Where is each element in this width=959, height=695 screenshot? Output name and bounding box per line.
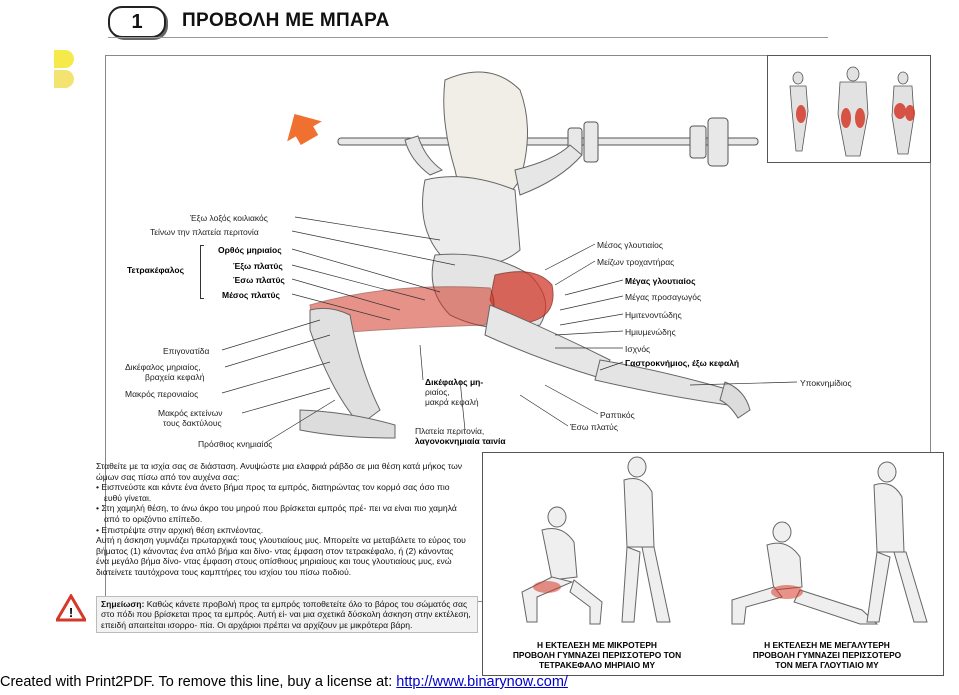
- label-vastus-intermedius: Μέσος πλατύς: [222, 290, 280, 300]
- description-step-3: • Επιστρέψτε στην αρχική θέση εκπνέοντας…: [96, 524, 264, 535]
- label-biceps-long-3: μακρά κεφαλή: [425, 397, 479, 407]
- quadriceps-bracket: [200, 245, 204, 299]
- caption-short-line-1: Η ΕΚΤΕΛΕΣΗ ΜΕ ΜΙΚΡΟΤΕΡΗ: [537, 640, 657, 650]
- label-tibialis-anterior: Πρόσθιος κνημιαίος: [198, 439, 273, 449]
- label-vastus-medialis-2: Έσω πλατύς: [570, 422, 618, 432]
- description-step-1: • Εισπνεύστε και κάντε ένα άνετο βήμα πρ…: [96, 482, 450, 503]
- lunge-anatomy-illustration: [287, 71, 759, 439]
- yellow-tab-marker: [54, 70, 74, 88]
- label-peroneus-longus: Μακρός περονιαίος: [125, 389, 199, 399]
- label-external-oblique: Έξω λοξός κοιλιακός: [190, 213, 268, 223]
- label-fascia-lata: Πλατεία περιτονία,: [415, 426, 485, 436]
- label-adductor-magnus: Μέγας προσαγωγός: [625, 292, 702, 302]
- label-popliteus: Υποκνημίδιος: [800, 378, 852, 388]
- exercise-description: Σταθείτε με τα ισχία σας σε διάσταση. Αν…: [96, 461, 468, 578]
- header-divider: [108, 37, 828, 38]
- label-biceps-short-2: βραχεία κεφαλή: [145, 372, 205, 382]
- footer-link[interactable]: http://www.binarynow.com/: [396, 674, 568, 690]
- label-gluteus-maximus: Μέγας γλουτιαίος: [625, 276, 696, 286]
- label-semimembranosus: Ημιυμενώδης: [625, 327, 676, 337]
- muscle-map-thumbnail: [767, 55, 931, 163]
- label-extensor-digitorum-2: τους δακτύλους: [163, 418, 222, 428]
- label-greater-trochanter: Μείζων τροχαντήρας: [597, 257, 675, 267]
- label-biceps-long-1: Δικέφαλος μη-: [425, 377, 484, 387]
- caption-long-line-3: ΤΟΝ ΜΕΓΑ ΓΛΟΥΤΙΑΙΟ ΜΥ: [775, 660, 879, 670]
- warning-note: Σημείωση: Καθώς κάνετε προβολή προς τα ε…: [96, 596, 478, 634]
- label-semitendinosus: Ημιτενοντώδης: [625, 310, 682, 320]
- label-biceps-short-1: Δικέφαλος μηριαίος,: [125, 362, 201, 372]
- caption-short-line-2: ΠΡΟΒΟΛΗ ΓΥΜΝΑΖΕΙ ΠΕΡΙΣΣΟΤΕΡΟ ΤΟΝ: [512, 650, 682, 660]
- caption-short-lunge: Η ΕΚΤΕΛΕΣΗ ΜΕ ΜΙΚΡΟΤΕΡΗ ΠΡΟΒΟΛΗ ΓΥΜΝΑΖΕΙ…: [492, 640, 702, 670]
- direction-arrow-icon: [287, 114, 322, 145]
- muscle-figures-illustration: [789, 66, 915, 157]
- label-gluteus-medius: Μέσος γλουτιαίος: [597, 240, 663, 250]
- label-patella: Επιγονατίδα: [163, 346, 210, 356]
- page-title: ΠΡΟΒΟΛΗ ΜΕ ΜΠΑΡΑ: [182, 10, 390, 31]
- label-gastrocnemius: Γαστροκνήμιος, έξω κεφαλή: [625, 358, 740, 368]
- caption-long-line-2: ΠΡΟΒΟΛΗ ΓΥΜΝΑΖΕΙ ΠΕΡΙΣΣΟΤΕΡΟ: [752, 650, 902, 660]
- label-iliotibial-band: λαγονοκνημιαία ταινία: [415, 436, 506, 446]
- label-gracilis: Ισχνός: [625, 344, 651, 354]
- caption-short-line-3: ΤΕΤΡΑΚΕΦΑΛΟ ΜΗΡΙΑΙΟ ΜΥ: [538, 660, 656, 670]
- caption-long-lunge: Η ΕΚΤΕΛΕΣΗ ΜΕ ΜΕΓΑΛΥΤΕΡΗ ΠΡΟΒΟΛΗ ΓΥΜΝΑΖΕ…: [722, 640, 932, 670]
- yellow-tab-marker: [54, 50, 74, 68]
- warning-triangle-icon: !: [56, 594, 86, 622]
- label-vastus-lateralis: Έξω πλατύς: [233, 261, 283, 271]
- exercise-number-badge: 1: [108, 6, 166, 38]
- warning-text: Καθώς κάνετε προβολή προς τα εμπρός τοπο…: [101, 599, 471, 630]
- description-intro: Σταθείτε με τα ισχία σας σε διάσταση. Αν…: [96, 461, 463, 482]
- lunge-variations-illustration: [521, 456, 928, 625]
- label-quadriceps-group: Τετρακέφαλος: [127, 265, 184, 275]
- warning-label: Σημείωση:: [101, 599, 145, 609]
- description-outro: Αυτή η άσκηση γυμνάζει πρωταρχικά τους γ…: [96, 535, 466, 577]
- label-biceps-long-2: ριαίος,: [425, 387, 450, 397]
- caption-long-line-1: Η ΕΚΤΕΛΕΣΗ ΜΕ ΜΕΓΑΛΥΤΕΡΗ: [764, 640, 890, 650]
- barbell: [337, 117, 759, 167]
- svg-text:!: !: [69, 605, 73, 620]
- label-sartorius: Ραπτικός: [600, 410, 635, 420]
- description-step-2: • Στη χαμηλή θέση, το άνω άκρο του μηρού…: [96, 503, 457, 524]
- exercise-number: 1: [131, 10, 143, 33]
- footer-text: Created with Print2PDF. To remove this l…: [0, 674, 397, 690]
- label-rectus-femoris: Ορθός μηριαίος: [218, 245, 282, 255]
- print2pdf-footer: Created with Print2PDF. To remove this l…: [0, 674, 568, 690]
- label-tensor-fascia: Τείνων την πλατεία περιτονία: [150, 227, 259, 237]
- label-vastus-medialis: Έσω πλατύς: [233, 275, 285, 285]
- label-extensor-digitorum-1: Μακρός εκτείνων: [158, 408, 223, 418]
